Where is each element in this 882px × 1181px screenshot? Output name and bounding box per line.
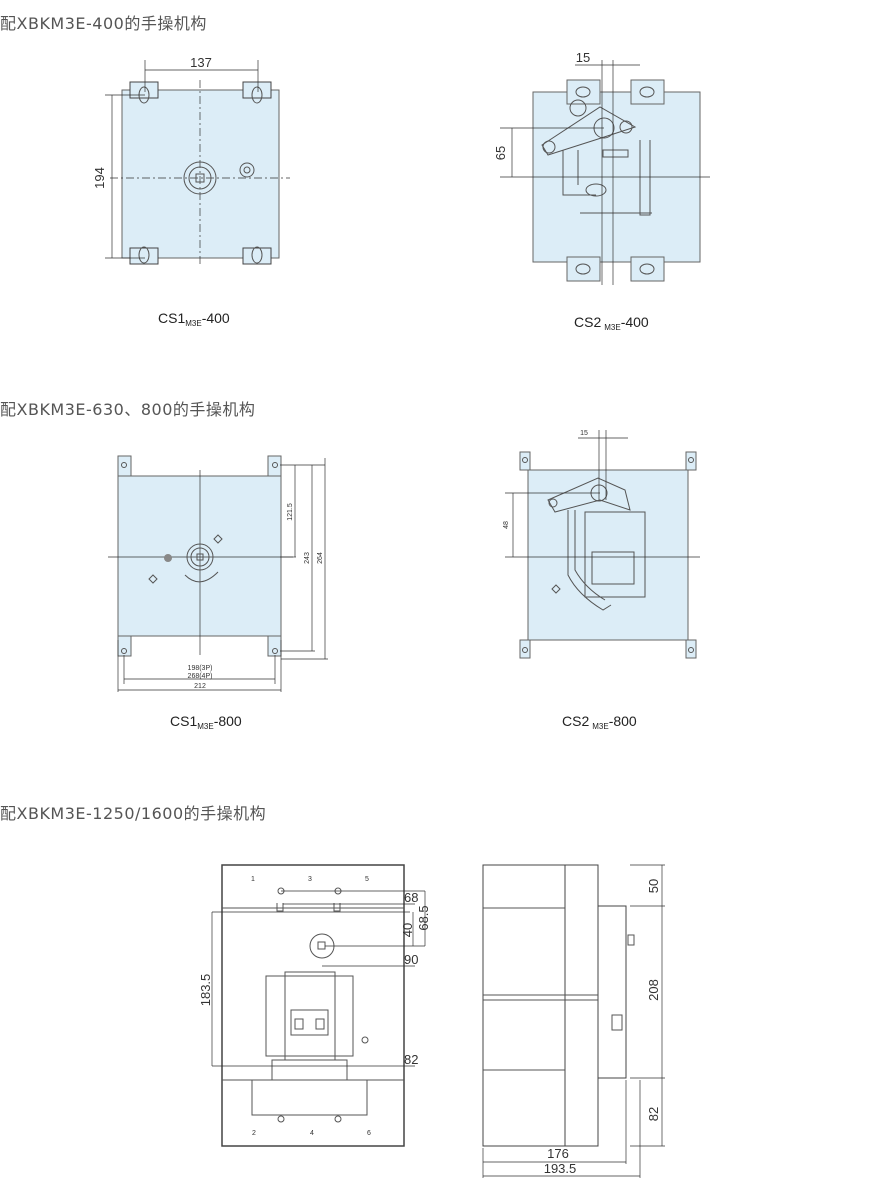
dim-90: 90 (404, 952, 418, 967)
dim-264: 264 (317, 552, 324, 564)
terminal-1: 1 (251, 876, 255, 883)
terminal-4: 4 (310, 1130, 314, 1137)
dim-194: 194 (92, 167, 107, 189)
dim-82: 82 (404, 1052, 418, 1067)
dim-68-5: 68.5 (416, 905, 431, 930)
dim-183-5: 183.5 (198, 974, 213, 1007)
dim-68: 68 (404, 890, 418, 905)
dim-193-5: 193.5 (544, 1161, 577, 1176)
dim-198-3p: 198(3P) (188, 665, 213, 672)
terminal-3: 3 (308, 876, 312, 883)
dim-65: 65 (493, 146, 508, 160)
dim-121-5: 121.5 (287, 503, 294, 521)
dim-82-side: 82 (646, 1107, 661, 1121)
drawing-cs1-400: 137 194 CS1M3E-400 (92, 55, 290, 328)
dim-212: 212 (194, 683, 206, 690)
drawing-side-1250: 50 208 82 176 193.5 (482, 864, 665, 1178)
section-heading-1250-1600: 配XBKM3E-1250/1600的手操机构 (0, 804, 267, 823)
terminal-2: 2 (252, 1130, 256, 1137)
drawing-cs1-800: 121.5 243 264 198(3P) 268(4P) 212 CS1M3E… (108, 455, 328, 731)
dim-176: 176 (547, 1146, 569, 1161)
drawing-front-1250: 1 3 5 2 4 6 68 68.5 40 90 183.5 (198, 864, 431, 1147)
dim-50: 50 (646, 879, 661, 893)
model-label-cs1-400: CS1M3E-400 (158, 310, 230, 328)
dim-15: 15 (576, 50, 590, 65)
dim-15-800: 15 (580, 430, 588, 437)
section-heading-400: 配XBKM3E-400的手操机构 (0, 14, 207, 33)
terminal-5: 5 (365, 876, 369, 883)
dim-48: 48 (503, 521, 510, 529)
model-label-cs1-800: CS1M3E-800 (170, 713, 242, 731)
dim-243: 243 (304, 552, 311, 564)
dim-208: 208 (646, 979, 661, 1001)
dim-40: 40 (400, 923, 415, 937)
dim-268-4p: 268(4P) (188, 673, 213, 680)
section-heading-630-800: 配XBKM3E-630、800的手操机构 (0, 400, 256, 419)
terminal-6: 6 (367, 1130, 371, 1137)
dim-137: 137 (190, 55, 212, 70)
